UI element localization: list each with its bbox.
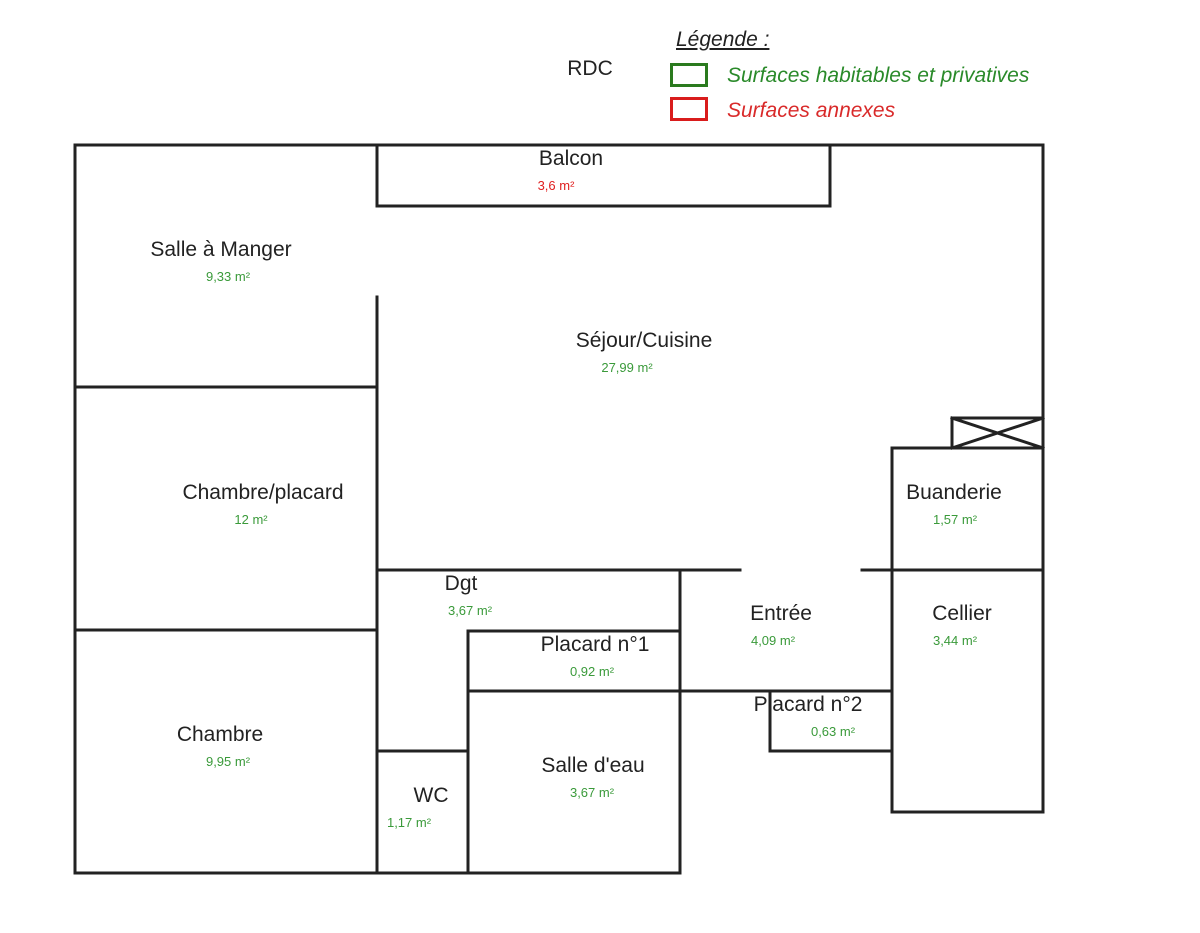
- room-label: Placard n°1: [540, 633, 650, 656]
- legend-swatch-red: [670, 97, 708, 121]
- balcony-outline: [375, 143, 832, 208]
- room-label: Dgt: [444, 572, 478, 595]
- legend-label-habitable: Surfaces habitables et privatives: [727, 64, 1030, 87]
- room-label: Placard n°2: [753, 693, 863, 716]
- level-title: RDC: [567, 57, 613, 80]
- room-label: Entrée: [750, 602, 812, 625]
- room-area: 0,92 m²: [569, 664, 615, 679]
- room-area: 3,44 m²: [932, 633, 978, 648]
- room-area: 3,67 m²: [447, 603, 493, 618]
- room-area: 3,67 m²: [569, 785, 615, 800]
- room-area: 4,09 m²: [750, 633, 796, 648]
- room-area: 3,6 m²: [537, 178, 575, 193]
- room-area: 27,99 m²: [601, 360, 653, 375]
- room-area: 0,63 m²: [810, 724, 856, 739]
- room-area: 1,57 m²: [932, 512, 978, 527]
- legend-label-annexes: Surfaces annexes: [727, 99, 896, 122]
- legend-heading: Légende :: [676, 28, 770, 51]
- room-label: Salle à Manger: [150, 238, 292, 261]
- room-label: Séjour/Cuisine: [575, 329, 713, 352]
- room-label: Buanderie: [906, 481, 1002, 504]
- room-area: 9,95 m²: [205, 754, 251, 769]
- legend-swatch-green: [670, 63, 708, 87]
- room-area: 1,17 m²: [386, 815, 432, 830]
- room-label: WC: [413, 784, 449, 807]
- room-label: Chambre/placard: [182, 481, 344, 504]
- room-area: 12 m²: [234, 512, 268, 527]
- room-label: Cellier: [932, 602, 992, 625]
- room-area: 9,33 m²: [205, 269, 251, 284]
- room-label: Chambre: [176, 723, 264, 746]
- shaft-cross-icon: [950, 416, 1045, 450]
- room-label: Balcon: [538, 147, 604, 170]
- room-label: Salle d'eau: [541, 754, 645, 777]
